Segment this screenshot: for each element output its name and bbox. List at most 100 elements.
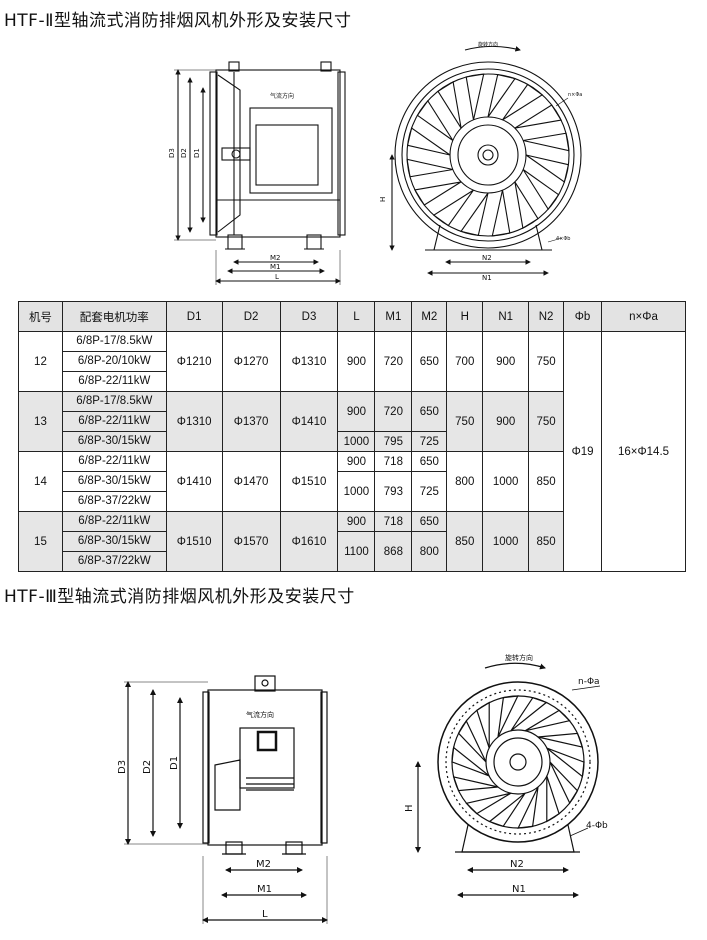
table-row: 6/8P-30/15kW 1000 795 725 [19,431,686,452]
cell-no: 15 [18,511,63,572]
htf2-h-label: H [379,197,387,202]
cell-m1: 720 [374,391,413,432]
cell-d2: Φ1270 [221,331,281,392]
htf3-drawing: D3 D2 D1 气流方向 M2 M1 L H N2 N1 旋转方向 n-Φa … [117,653,608,924]
fan-blade [514,181,539,229]
cell-n2: 750 [528,331,565,392]
fan-blade [522,132,570,152]
fan-blade [406,158,454,178]
fan-blade [406,127,451,156]
table-row: 15 6/8P-22/11kW Φ1510 Φ1570 Φ1610 900 71… [18,511,686,572]
cell-no: 13 [18,391,63,452]
fan-blade [488,792,526,828]
htf2-rotation-label: 旋转方向 [478,41,498,48]
cell-n2: 750 [528,391,565,452]
fan-blade [502,83,544,121]
htf3-l-label: L [262,909,268,920]
htf2-front-view [389,45,582,276]
cell-d3: Φ1610 [279,511,339,572]
col-header: N1 [482,301,530,332]
htf3-side-view [124,675,328,924]
fan-blade [457,719,487,763]
fan-blade [514,104,562,129]
fan-blade [487,73,516,118]
cell-l: 900 [337,511,376,532]
cell-motor: 6/8P-22/11kW [61,511,167,532]
htf3-front-view [415,662,601,898]
cell-motor: 6/8P-30/15kW [61,471,167,492]
cell-phi-b: Φ19 [563,331,603,572]
cell-d2: Φ1570 [221,511,281,572]
cell-h: 800 [446,451,484,512]
cell-motor: 6/8P-30/15kW [61,531,167,552]
cell-motor: 6/8P-37/22kW [61,551,167,572]
col-header: M2 [411,301,448,332]
table-row: 13 6/8P-17/8.5kW Φ1310 Φ1370 Φ1410 900 7… [18,391,686,452]
htf3-n2-label: N2 [510,859,524,870]
fan-blade [546,747,585,778]
cell-l: 900 [337,451,376,472]
cell-l: 1000 [337,431,376,452]
cell-d3: Φ1510 [279,451,339,512]
cell-l: 1000 [337,471,376,512]
cell-d1: Φ1310 [165,391,223,452]
cell-motor: 6/8P-22/11kW [61,371,167,392]
table-header-row: 机号 配套电机功率 D1 D2 D3 L M1 M2 H N1 N2 Φb n×… [18,301,686,332]
htf3-holesb-label: 4-Φb [586,821,608,831]
cell-m2: 650 [411,451,448,472]
col-header: D3 [279,301,339,332]
fan-blade [452,776,499,792]
fan-blade [525,154,570,183]
htf2-side-view [174,61,346,285]
htf2-d1-label: D1 [193,148,201,158]
table-row: 6/8P-22/11kW [19,411,686,432]
table-row: 6/8P-30/15kW 1000 793 725 [19,471,686,512]
cell-m2: 650 [411,511,448,532]
htf2-m2-label: M2 [270,254,281,262]
cell-m2: 650 [411,391,448,432]
htf2-holesb-label: 4×Φb [556,236,570,242]
cell-n1: 900 [482,331,530,392]
cell-n1: 900 [482,391,530,452]
cell-h: 850 [446,511,484,572]
cell-d1: Φ1210 [165,331,223,392]
cell-d3: Φ1310 [279,331,339,392]
htf3-h-label: H [404,804,415,812]
htf2-d2-label: D2 [180,148,188,158]
cell-d2: Φ1370 [221,391,281,452]
fan-blade [437,81,462,129]
fan-blade [465,73,485,121]
htf2-d3-label: D3 [168,148,176,158]
cell-d2: Φ1470 [221,451,281,512]
cell-motor: 6/8P-17/8.5kW [61,331,167,352]
htf2-drawing: D3 D2 D1 气流方向 M2 M1 L H N2 N1 旋转方向 n×Φa … [168,41,582,285]
cell-n2: 850 [528,511,565,572]
cell-m1: 720 [374,331,413,392]
cell-m2: 650 [411,331,448,392]
fan-blade [549,761,579,805]
htf3-airflow-label: 气流方向 [246,710,274,719]
fan-blade [460,192,489,237]
cell-m1: 718 [374,511,413,532]
htf3-rotation-label: 旋转方向 [505,653,533,662]
htf2-l-label: L [275,273,279,281]
cell-m1: 868 [374,531,413,572]
htf3-m2-label: M2 [256,859,271,870]
fan-blade [465,792,512,815]
cell-motor: 6/8P-20/10kW [61,351,167,372]
htf3-d2-label: D2 [142,760,153,774]
htf3-holes-label: n-Φa [578,677,600,687]
table-row: 6/8P-30/15kW 1100 868 800 [19,531,686,572]
cell-motor: 6/8P-22/11kW [61,451,167,472]
fan-blade [497,695,519,738]
fan-blade [522,169,560,211]
cell-n1: 1000 [482,511,530,572]
fan-blade [451,746,490,777]
htf3-n1-label: N1 [512,884,526,895]
fan-blade [414,181,462,206]
table-row: 6/8P-20/10kW [19,351,686,372]
cell-m2: 800 [411,531,448,572]
htf3-d1-label: D1 [169,756,180,770]
col-header: M1 [374,301,413,332]
cell-no: 12 [18,331,63,392]
